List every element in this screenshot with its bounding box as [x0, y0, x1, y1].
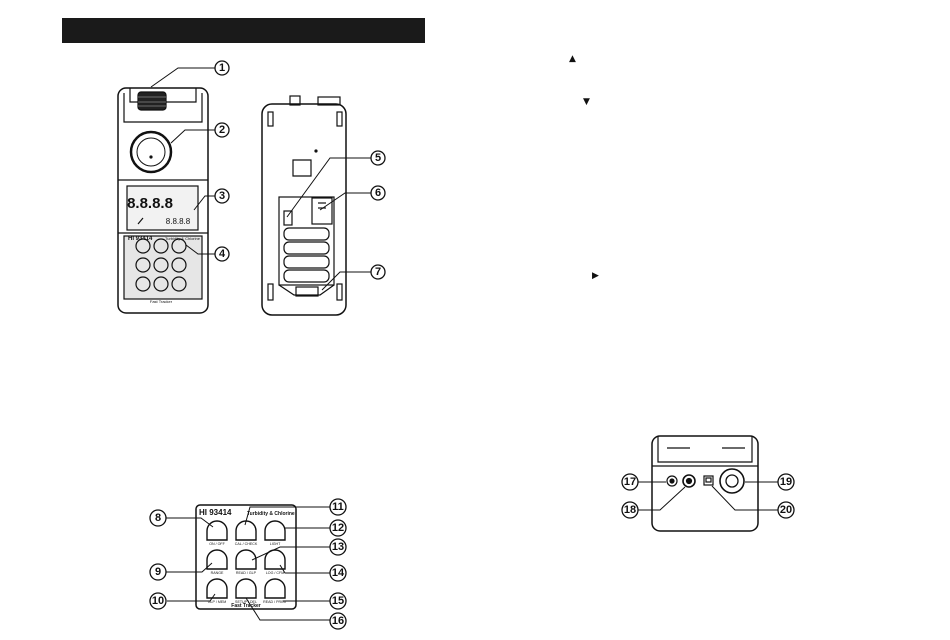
callout-9: 9	[150, 564, 166, 580]
key-log-cfm: LOG / CFM	[266, 571, 284, 575]
keypad-model-label: HI 93414	[199, 508, 232, 517]
svg-text:11: 11	[332, 501, 344, 513]
front-model-label: HI 93414	[128, 236, 153, 242]
svg-text:3: 3	[219, 190, 225, 202]
svg-text:17: 17	[624, 476, 636, 488]
cuvette-holder	[720, 469, 744, 493]
callout-10: 10	[150, 593, 166, 609]
callout-20: 20	[778, 502, 794, 518]
callout-2: 2	[215, 123, 229, 137]
svg-text:12: 12	[332, 522, 344, 534]
callout-3: 3	[215, 189, 229, 203]
svg-text:5: 5	[375, 152, 381, 164]
callout-5: 5	[371, 151, 385, 165]
callout-19: 19	[778, 474, 794, 490]
cuvette-cap	[138, 92, 166, 110]
svg-text:14: 14	[332, 567, 345, 579]
callout-14: 14	[330, 565, 346, 581]
svg-text:10: 10	[152, 595, 164, 607]
front-subtitle-label: Turbidity & Chlorine	[165, 236, 201, 241]
svg-text:15: 15	[332, 595, 344, 607]
lcd-main-digits: 8.8.8.8	[127, 195, 173, 212]
callout-16: 16	[330, 613, 346, 629]
svg-text:19: 19	[780, 476, 792, 488]
callout-1: 1	[215, 61, 229, 75]
svg-text:1: 1	[219, 62, 225, 74]
key-range: RANGE	[211, 571, 224, 575]
svg-text:13: 13	[332, 541, 344, 553]
callout-12: 12	[330, 520, 346, 536]
key-read-glp: READ / GLP	[236, 571, 257, 575]
svg-text:20: 20	[780, 504, 792, 516]
keypad-subtitle-label: Turbidity & Chlorine	[247, 511, 295, 517]
key-light: LIGHT	[270, 542, 281, 546]
front-footer-label: Fast Tracker	[150, 299, 173, 304]
svg-text:8: 8	[155, 512, 161, 524]
keypad-footer-label: Fast Tracker	[231, 603, 261, 609]
key-read-print: READ / PRINT	[263, 600, 288, 604]
callout-13: 13	[330, 539, 346, 555]
callout-11: 11	[330, 499, 346, 515]
key-glp-mem: GLP / MEM	[208, 600, 227, 604]
callout-15: 15	[330, 593, 346, 609]
svg-text:9: 9	[155, 566, 161, 578]
callout-4: 4	[215, 247, 229, 261]
svg-text:2: 2	[219, 124, 225, 136]
key-cal-check: CAL / CHECK	[235, 542, 258, 546]
callout-18: 18	[622, 502, 638, 518]
key-on-off: ON / OFF	[209, 542, 225, 546]
connector-view	[652, 436, 758, 531]
svg-text:16: 16	[332, 615, 344, 627]
svg-text:7: 7	[375, 266, 381, 278]
meter-back-view	[262, 96, 346, 315]
leader-lines	[151, 68, 778, 620]
battery-compartment	[279, 197, 334, 285]
svg-text:18: 18	[624, 504, 636, 516]
callout-6: 6	[371, 186, 385, 200]
batteries	[284, 228, 329, 282]
svg-text:6: 6	[375, 187, 381, 199]
callout-17: 17	[622, 474, 638, 490]
callout-7: 7	[371, 265, 385, 279]
callout-8: 8	[150, 510, 166, 526]
svg-text:4: 4	[219, 248, 226, 260]
usb-connector	[704, 476, 713, 485]
lcd-small-digits: 8.8.8.8	[166, 217, 191, 226]
